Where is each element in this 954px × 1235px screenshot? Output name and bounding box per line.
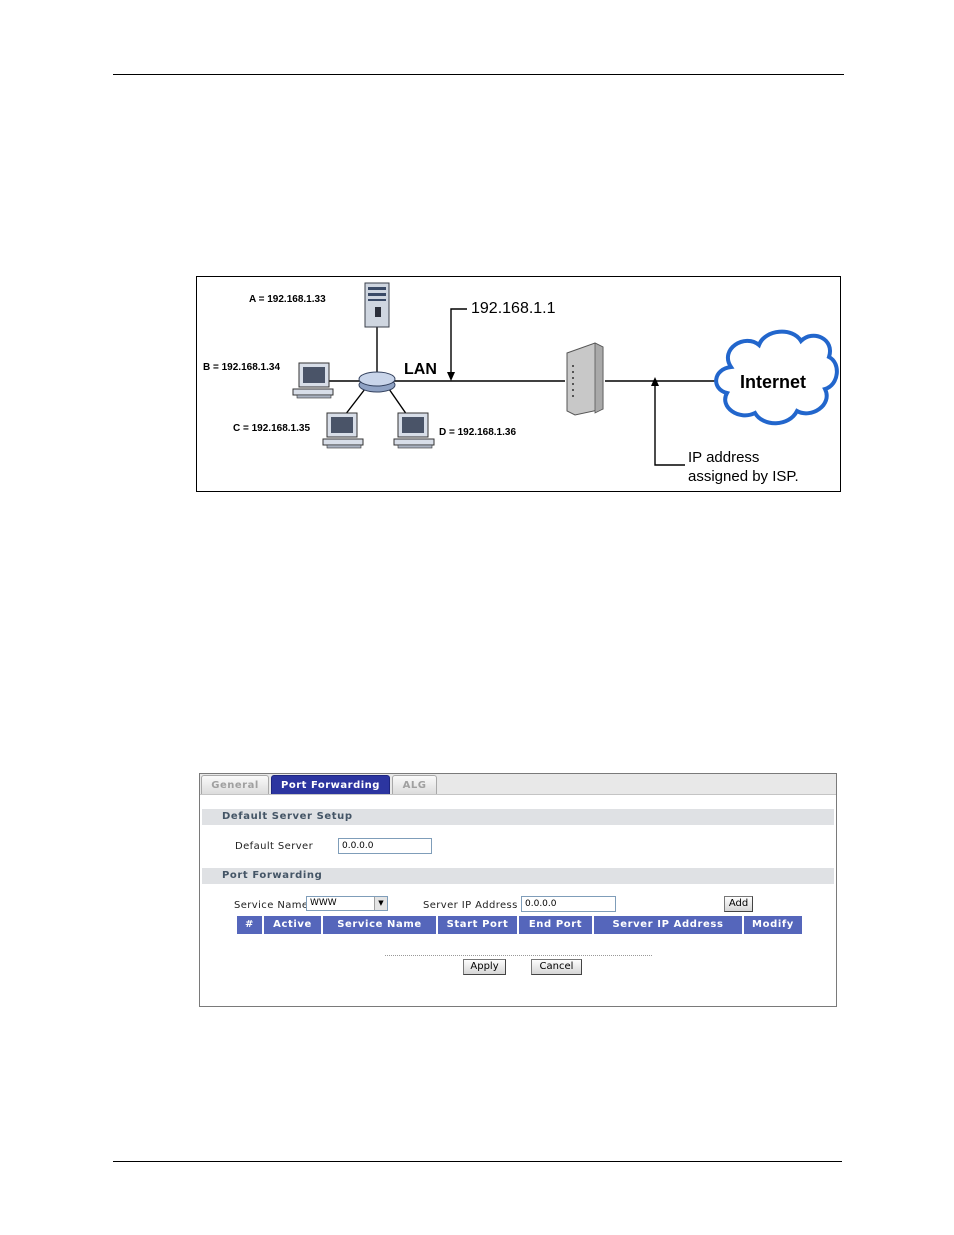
host-c-label: C = 192.168.1.35 xyxy=(233,423,311,434)
server-ip-input[interactable]: 0.0.0.0 xyxy=(521,896,616,912)
server-icon xyxy=(364,282,390,328)
host-d-label: D = 192.168.1.36 xyxy=(439,427,517,438)
footer-rule xyxy=(113,1161,842,1162)
apply-button[interactable]: Apply xyxy=(463,959,506,975)
col-service-name: Service Name xyxy=(323,916,436,934)
network-links xyxy=(329,327,717,416)
col-index: # xyxy=(237,916,262,934)
router-ip-callout xyxy=(450,308,467,373)
header-rule xyxy=(113,74,844,75)
service-name-select[interactable]: WWW ▼ xyxy=(306,896,388,911)
add-button[interactable]: Add xyxy=(724,896,753,912)
separator-dotted xyxy=(385,955,652,956)
cancel-button[interactable]: Cancel xyxy=(531,959,582,975)
router-device-icon xyxy=(566,342,604,416)
tab-port-forwarding[interactable]: Port Forwarding xyxy=(271,775,390,794)
isp-note-line2: assigned by ISP. xyxy=(688,468,799,485)
col-server-ip: Server IP Address xyxy=(594,916,742,934)
host-a-label: A = 192.168.1.33 xyxy=(249,294,326,305)
diagram-canvas xyxy=(292,282,839,466)
callout-lines xyxy=(450,308,685,466)
tab-bar: General Port Forwarding ALG xyxy=(200,774,836,795)
default-server-label: Default Server xyxy=(235,841,314,852)
col-start-port: Start Port xyxy=(438,916,517,934)
lan-label: LAN xyxy=(404,361,437,378)
default-server-input[interactable]: 0.0.0.0 xyxy=(338,838,432,854)
router-ip-label: 192.168.1.1 xyxy=(471,300,556,317)
isp-ip-arrowhead xyxy=(651,377,659,386)
computer-b-icon xyxy=(292,362,334,399)
internet-cloud-icon xyxy=(714,329,839,426)
port-forwarding-screen: General Port Forwarding ALG Default Serv… xyxy=(199,773,837,1007)
computer-c-icon xyxy=(322,412,364,449)
link-pc-d xyxy=(388,388,408,416)
network-diagram: A = 192.168.1.33 B = 192.168.1.34 C = 19… xyxy=(196,276,841,492)
col-end-port: End Port xyxy=(519,916,592,934)
host-b-label: B = 192.168.1.34 xyxy=(203,362,281,373)
hub-icon xyxy=(358,371,396,393)
col-modify: Modify xyxy=(744,916,802,934)
service-name-label: Service Name xyxy=(234,900,309,911)
server-ip-label: Server IP Address xyxy=(423,900,518,911)
router-ip-arrowhead xyxy=(447,372,455,381)
computer-d-icon xyxy=(393,412,435,449)
service-name-value: WWW xyxy=(310,898,337,908)
default-server-section-title: Default Server Setup xyxy=(202,809,834,825)
port-forwarding-section-title: Port Forwarding xyxy=(202,868,834,884)
isp-note-line1: IP address xyxy=(688,449,760,466)
tab-alg[interactable]: ALG xyxy=(392,775,437,794)
link-pc-c xyxy=(344,388,366,416)
isp-ip-callout xyxy=(654,385,685,466)
col-active: Active xyxy=(264,916,321,934)
tab-general[interactable]: General xyxy=(201,775,269,794)
chevron-down-icon[interactable]: ▼ xyxy=(374,897,387,910)
internet-label: Internet xyxy=(740,372,807,392)
